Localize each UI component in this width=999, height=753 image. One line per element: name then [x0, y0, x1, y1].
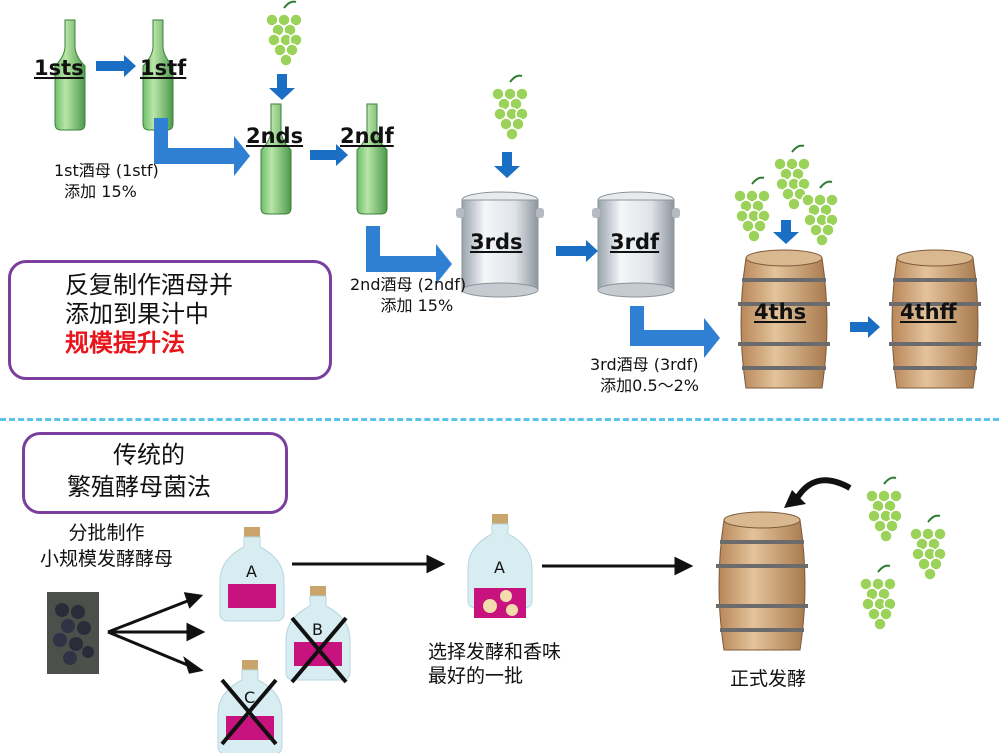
bottle-2nds [260, 103, 292, 215]
section-divider [0, 418, 999, 421]
label-2ndf: 2ndf [340, 124, 394, 148]
note-2nd: 2nd酒母 (2ndf) 添加 15% [350, 275, 467, 315]
flask-b-label: B [312, 620, 323, 639]
final-label: 正式发酵 [730, 668, 807, 690]
method-box-bottom: 传统的 繁殖酵母菌法 [22, 432, 288, 514]
label-3rds: 3rds [470, 230, 523, 254]
label-3rdf: 3rdf [610, 230, 660, 254]
label-4thff: 4thff [900, 300, 957, 324]
chosen-flask-label: A [494, 558, 505, 577]
note-3rd: 3rd酒母 (3rdf) 添加0.5～2% [590, 355, 700, 395]
traditional-line1: 传统的 [113, 441, 185, 469]
label-2nds: 2nds [246, 124, 304, 148]
method-line3: 规模提升法 [65, 329, 185, 357]
flask-a-label: A [246, 562, 257, 581]
traditional-line2: 繁殖酵母菌法 [67, 473, 211, 501]
label-1sts: 1sts [34, 56, 84, 80]
method-line1: 反复制作酒母并 [65, 271, 233, 299]
method-box-top: 反复制作酒母并 添加到果汁中 规模提升法 [8, 260, 332, 380]
batch-label: 分批制作 小规模发酵酵母 [40, 522, 174, 570]
note-1st: 1st酒母 (1stf) 添加 15% [54, 161, 159, 201]
flask-c-label: C [244, 688, 256, 707]
method-line2: 添加到果汁中 [65, 300, 209, 328]
label-4ths: 4ths [754, 300, 807, 324]
bottle-2ndf [356, 103, 388, 215]
label-1stf: 1stf [140, 56, 187, 80]
final-barrel [714, 510, 810, 652]
select-label: 选择发酵和香味 最好的一批 [428, 641, 562, 687]
